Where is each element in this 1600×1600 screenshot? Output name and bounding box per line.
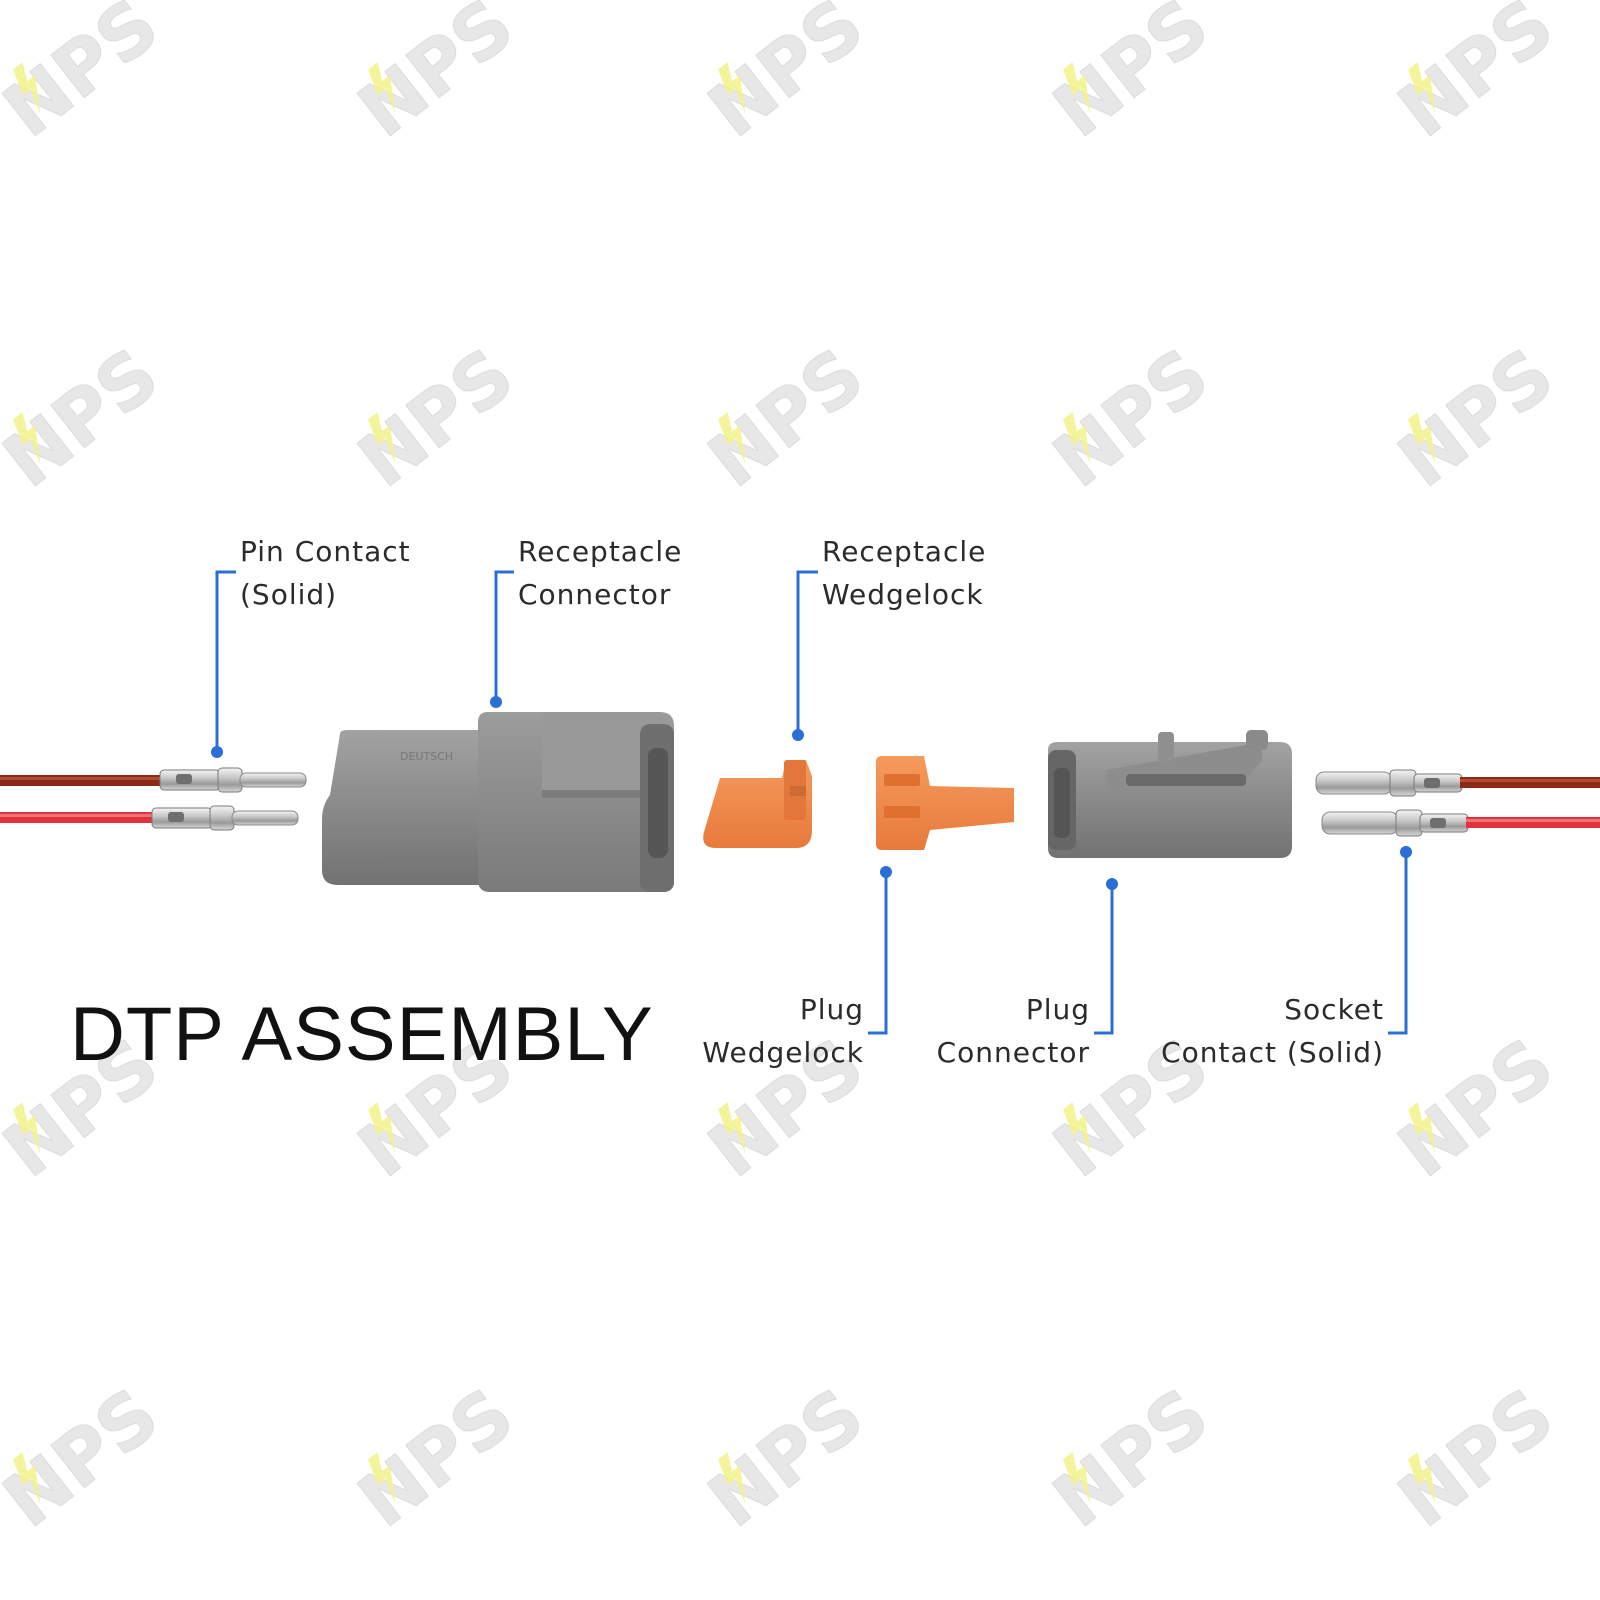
callout-line-plug-connector xyxy=(1094,884,1114,1035)
watermark-logo xyxy=(692,331,881,505)
diagram-title: DTP ASSEMBLY xyxy=(70,992,654,1077)
plug-connector-part xyxy=(1048,730,1292,858)
label-receptacle-wedgelock-line2: Wedgelock xyxy=(822,578,984,611)
label-pin-contact: Pin Contact (Solid) xyxy=(240,530,411,616)
brown-wire-right xyxy=(1460,777,1600,788)
pin-contact-part xyxy=(151,767,307,831)
watermark-logo xyxy=(1037,331,1226,505)
watermark-logo xyxy=(0,0,176,155)
brown-wire-left xyxy=(0,775,168,786)
callout-lines xyxy=(215,570,1408,1035)
label-pin-contact-line2: (Solid) xyxy=(240,578,338,611)
receptacle-connector-part: DEUTSCH xyxy=(322,712,674,892)
watermark-logo xyxy=(1382,0,1571,155)
label-socket-contact-line2: Contact (Solid) xyxy=(1161,1036,1384,1069)
callout-dot-plug-wedgelock xyxy=(880,866,892,878)
label-receptacle-wedgelock-line1: Receptacle xyxy=(822,535,987,568)
receptacle-wedgelock-part xyxy=(703,760,812,848)
svg-text:DEUTSCH: DEUTSCH xyxy=(400,750,453,763)
label-plug-connector: Plug Connector xyxy=(937,988,1090,1074)
callout-line-socket-contact xyxy=(1388,852,1408,1035)
callout-dot-receptacle-wedgelock xyxy=(792,729,804,741)
callout-dot-pin-contact xyxy=(211,746,223,758)
watermark-logo xyxy=(342,1371,531,1545)
label-pin-contact-line1: Pin Contact xyxy=(240,535,411,568)
label-plug-connector-line1: Plug xyxy=(1025,993,1090,1026)
watermark-logo xyxy=(692,1371,881,1545)
watermark-logo xyxy=(1037,1371,1226,1545)
watermark-logo xyxy=(692,0,881,155)
label-plug-wedgelock: Plug Wedgelock xyxy=(702,988,864,1074)
label-plug-wedgelock-line1: Plug xyxy=(799,993,864,1026)
callout-dot-receptacle-connector xyxy=(490,696,502,708)
label-plug-wedgelock-line2: Wedgelock xyxy=(702,1036,864,1069)
label-socket-contact-line1: Socket xyxy=(1284,993,1384,1026)
callout-dot-socket-contact xyxy=(1400,846,1412,858)
red-wire-left xyxy=(0,812,160,823)
watermark-logo xyxy=(0,1371,176,1545)
label-receptacle-connector-line1: Receptacle xyxy=(518,535,683,568)
left-wires xyxy=(0,775,168,823)
watermark-logo xyxy=(342,0,531,155)
callout-dot-plug-connector xyxy=(1106,878,1118,890)
watermark-logo xyxy=(1382,331,1571,505)
label-socket-contact: Socket Contact (Solid) xyxy=(1161,988,1384,1074)
watermark-logo xyxy=(1382,1371,1571,1545)
watermark-logo xyxy=(1037,0,1226,155)
watermark-logo xyxy=(1382,1021,1571,1195)
label-receptacle-connector-line2: Connector xyxy=(518,578,672,611)
callout-dots xyxy=(211,696,1412,890)
callout-line-receptacle-wedgelock xyxy=(796,570,818,735)
callout-line-pin-contact xyxy=(215,570,236,752)
plug-wedgelock-part xyxy=(876,756,1014,850)
watermark-logo xyxy=(342,331,531,505)
callout-line-plug-wedgelock xyxy=(868,872,888,1035)
right-wires xyxy=(1460,777,1600,828)
red-wire-right xyxy=(1466,817,1600,828)
label-receptacle-connector: Receptacle Connector xyxy=(518,530,682,616)
label-receptacle-wedgelock: Receptacle Wedgelock xyxy=(822,530,986,616)
label-plug-connector-line2: Connector xyxy=(936,1036,1090,1069)
callout-line-receptacle-connector xyxy=(494,570,514,702)
watermark-logo xyxy=(0,331,176,505)
socket-contact-part xyxy=(1315,769,1469,837)
